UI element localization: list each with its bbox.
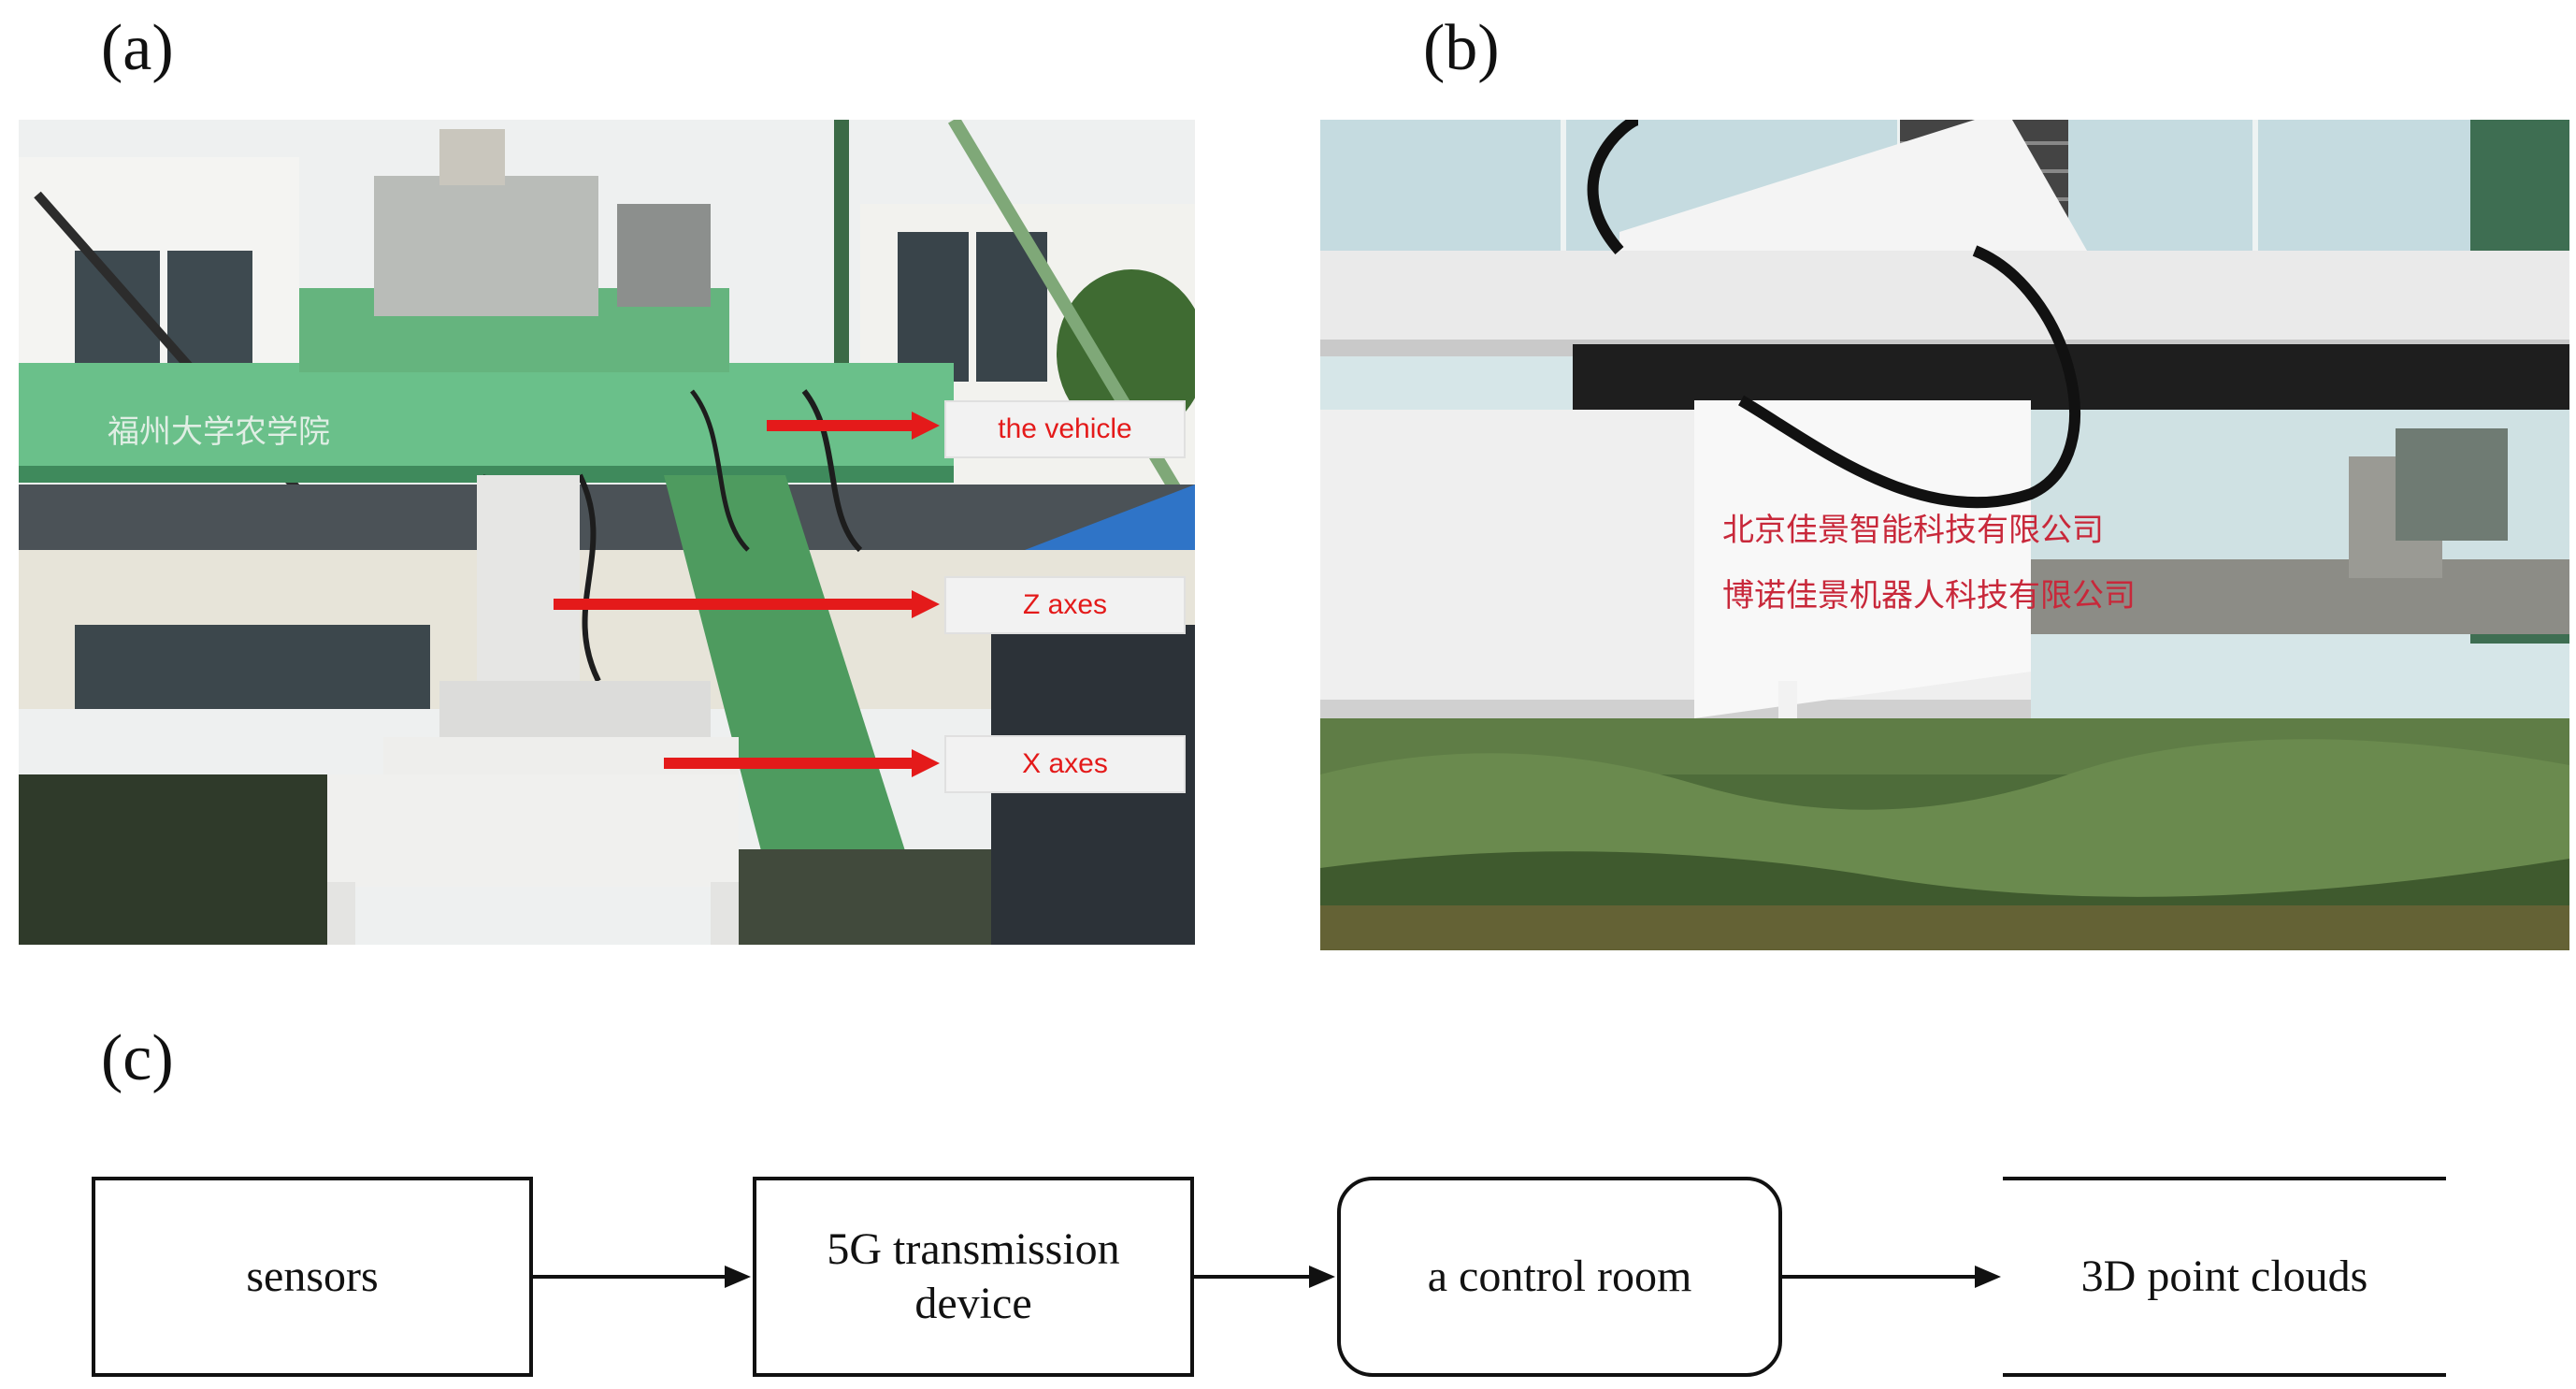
flow-arrow-1 <box>533 1266 751 1288</box>
photo-vehicle: 福州大学农学院 the vehicle Z axes X axes <box>19 120 1195 945</box>
flow-arrow-3 <box>1782 1266 2001 1288</box>
flow-arrow-2 <box>1194 1266 1335 1288</box>
flow-node-5g-transmission-device: 5G transmission device <box>753 1177 1194 1377</box>
sign-line-1: 北京佳景智能科技有限公司 <box>1722 512 2104 549</box>
flow-node-control-room: a control room <box>1337 1177 1782 1377</box>
panel-label-c: (c) <box>101 1022 174 1094</box>
flow-node-3d-point-clouds: 3D point clouds <box>2003 1177 2446 1377</box>
panel-label-b: (b) <box>1423 12 1500 84</box>
photo-sensor-head: 北京佳景智能科技有限公司 博诺佳景机器人科技有限公司 <box>1320 120 2569 950</box>
callout-z-axes: Z axes <box>944 576 1186 634</box>
sign-line-2: 博诺佳景机器人科技有限公司 <box>1722 577 2136 615</box>
flow-node-sensors: sensors <box>92 1177 533 1377</box>
vehicle-beam-text: 福州大学农学院 <box>108 413 330 451</box>
callout-the-vehicle: the vehicle <box>944 400 1186 458</box>
callout-x-axes: X axes <box>944 735 1186 793</box>
panel-label-a: (a) <box>101 12 174 84</box>
